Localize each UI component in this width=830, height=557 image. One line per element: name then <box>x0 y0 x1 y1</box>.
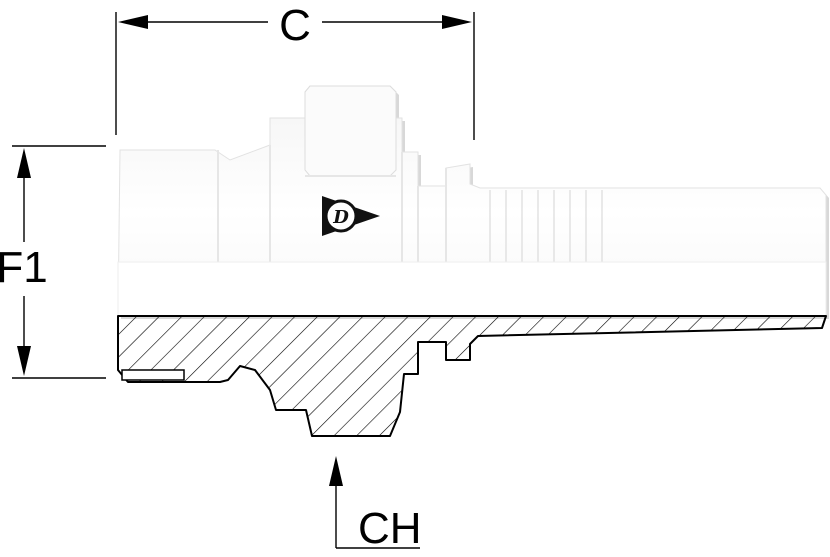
bore-slot <box>121 369 185 381</box>
dimension-f1: F1 <box>0 145 106 379</box>
dimension-ch: CH <box>329 456 422 553</box>
hex-nut-outline <box>304 85 397 177</box>
fitting-exterior-view <box>117 85 829 319</box>
dunlop-logo-icon: D <box>322 196 380 236</box>
dimension-c: C <box>115 1 475 140</box>
dimension-c-label: C <box>279 1 311 50</box>
fitting-section-view <box>117 315 827 437</box>
dimension-ch-label: CH <box>358 504 422 553</box>
dimension-f1-label: F1 <box>0 243 48 292</box>
shank-serrations <box>489 190 603 262</box>
logo-letter: D <box>332 207 349 228</box>
